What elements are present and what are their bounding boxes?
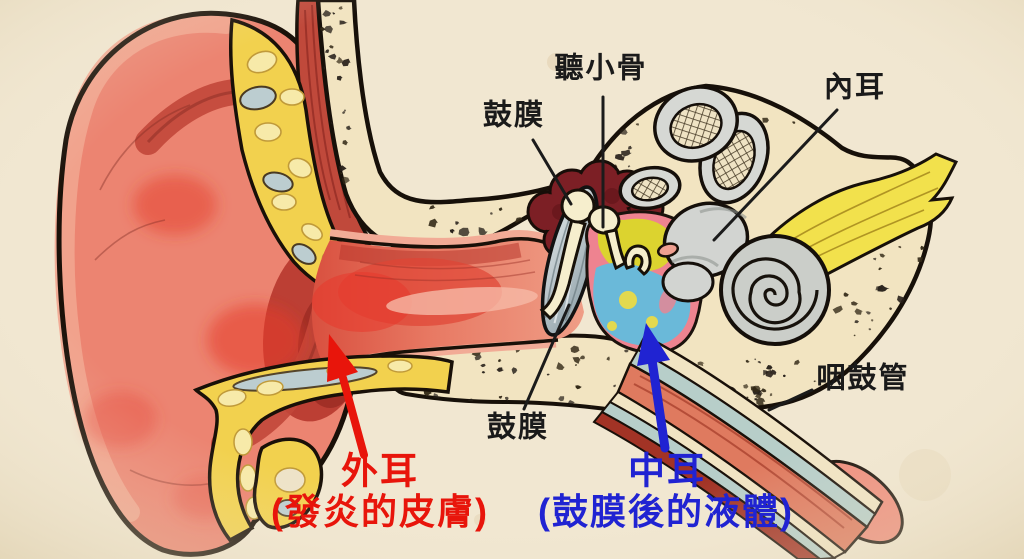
label-eustachian-tube: 咽鼓管 — [816, 362, 910, 395]
label-inner-ear: 內耳 — [823, 71, 887, 104]
label-outer-ear-subtitle: (發炎的皮膚) — [271, 491, 489, 532]
label-middle-ear-title: 中耳 — [628, 450, 706, 492]
label-eardrum-top: 鼓膜 — [482, 99, 546, 132]
label-middle-ear-subtitle: (鼓膜後的液體) — [538, 491, 794, 532]
label-outer-ear-title: 外耳 — [341, 450, 419, 492]
label-eardrum-bottom: 鼓膜 — [486, 411, 550, 444]
label-ossicles: 聽小骨 — [554, 52, 648, 85]
